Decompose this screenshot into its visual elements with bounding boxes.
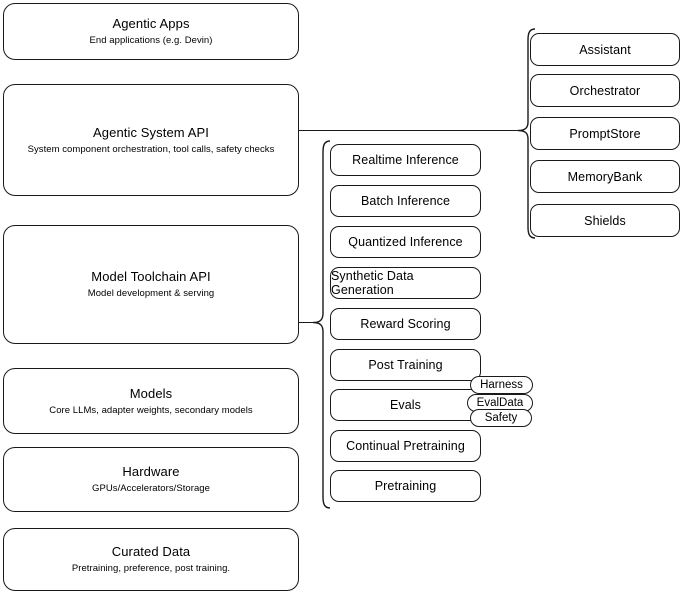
evals-subcomponent-safety[interactable]: Safety xyxy=(470,409,532,427)
layer-box-curated-data[interactable]: Curated Data Pretraining, preference, po… xyxy=(3,528,299,591)
toolchain-component-realtime-inference[interactable]: Realtime Inference xyxy=(330,144,481,176)
toolchain-component-evals[interactable]: Evals xyxy=(330,389,481,421)
layer-subtitle: Core LLMs, adapter weights, secondary mo… xyxy=(49,404,253,416)
layer-box-models[interactable]: Models Core LLMs, adapter weights, secon… xyxy=(3,368,299,434)
component-label: Quantized Inference xyxy=(348,235,463,249)
component-label: Reward Scoring xyxy=(360,317,451,331)
layer-title: Agentic Apps xyxy=(112,16,190,31)
layer-title: Agentic System API xyxy=(93,124,209,140)
component-label: Post Training xyxy=(368,358,443,372)
connector-system-api-to-components xyxy=(299,130,521,132)
subcomponent-label: Harness xyxy=(480,379,523,391)
toolchain-component-batch-inference[interactable]: Batch Inference xyxy=(330,185,481,217)
layer-subtitle: System component orchestration, tool cal… xyxy=(27,143,275,155)
component-label: Shields xyxy=(584,213,626,228)
layer-box-agentic-apps[interactable]: Agentic Apps End applications (e.g. Devi… xyxy=(3,3,299,60)
toolchain-component-synthetic-data-generation[interactable]: Synthetic Data Generation xyxy=(330,267,481,299)
layer-title: Hardware xyxy=(122,464,180,479)
toolchain-component-post-training[interactable]: Post Training xyxy=(330,349,481,381)
layer-title: Models xyxy=(129,385,173,401)
system-component-shields[interactable]: Shields xyxy=(530,204,680,237)
component-label: Evals xyxy=(389,398,422,412)
layer-title: Model Toolchain API xyxy=(91,269,211,284)
layer-subtitle: GPUs/Accelerators/Storage xyxy=(92,483,210,494)
component-label: MemoryBank xyxy=(567,169,643,184)
layer-title: Curated Data xyxy=(111,544,191,559)
toolchain-component-reward-scoring[interactable]: Reward Scoring xyxy=(330,308,481,340)
toolchain-component-quantized-inference[interactable]: Quantized Inference xyxy=(330,226,481,258)
component-label: Batch Inference xyxy=(360,194,451,208)
subcomponent-label: EvalData xyxy=(476,397,524,409)
component-label: Orchestrator xyxy=(569,83,641,98)
component-label: Assistant xyxy=(579,42,631,57)
component-label: Continual Pretraining xyxy=(346,439,465,453)
brace-toolchain-components xyxy=(311,140,331,510)
system-component-promptstore[interactable]: PromptStore xyxy=(530,117,680,150)
system-component-orchestrator[interactable]: Orchestrator xyxy=(530,74,680,107)
layer-subtitle: Model development & serving xyxy=(87,288,215,299)
layer-subtitle: Pretraining, preference, post training. xyxy=(71,563,231,574)
system-component-memorybank[interactable]: MemoryBank xyxy=(530,160,680,193)
layer-box-agentic-system-api[interactable]: Agentic System API System component orch… xyxy=(3,84,299,196)
layer-box-model-toolchain-api[interactable]: Model Toolchain API Model development & … xyxy=(3,225,299,344)
connector-toolchain-api-to-components xyxy=(299,322,315,324)
layer-subtitle: End applications (e.g. Devin) xyxy=(89,35,213,46)
subcomponent-label: Safety xyxy=(484,412,518,424)
toolchain-component-continual-pretraining[interactable]: Continual Pretraining xyxy=(330,430,481,462)
component-label: Pretraining xyxy=(374,479,437,493)
component-label: PromptStore xyxy=(569,126,641,141)
system-component-assistant[interactable]: Assistant xyxy=(530,33,680,66)
component-label: Synthetic Data Generation xyxy=(331,269,414,297)
toolchain-component-pretraining[interactable]: Pretraining xyxy=(330,470,481,502)
evals-subcomponent-harness[interactable]: Harness xyxy=(470,376,533,394)
component-label: Realtime Inference xyxy=(352,153,459,167)
layer-box-hardware[interactable]: Hardware GPUs/Accelerators/Storage xyxy=(3,447,299,512)
